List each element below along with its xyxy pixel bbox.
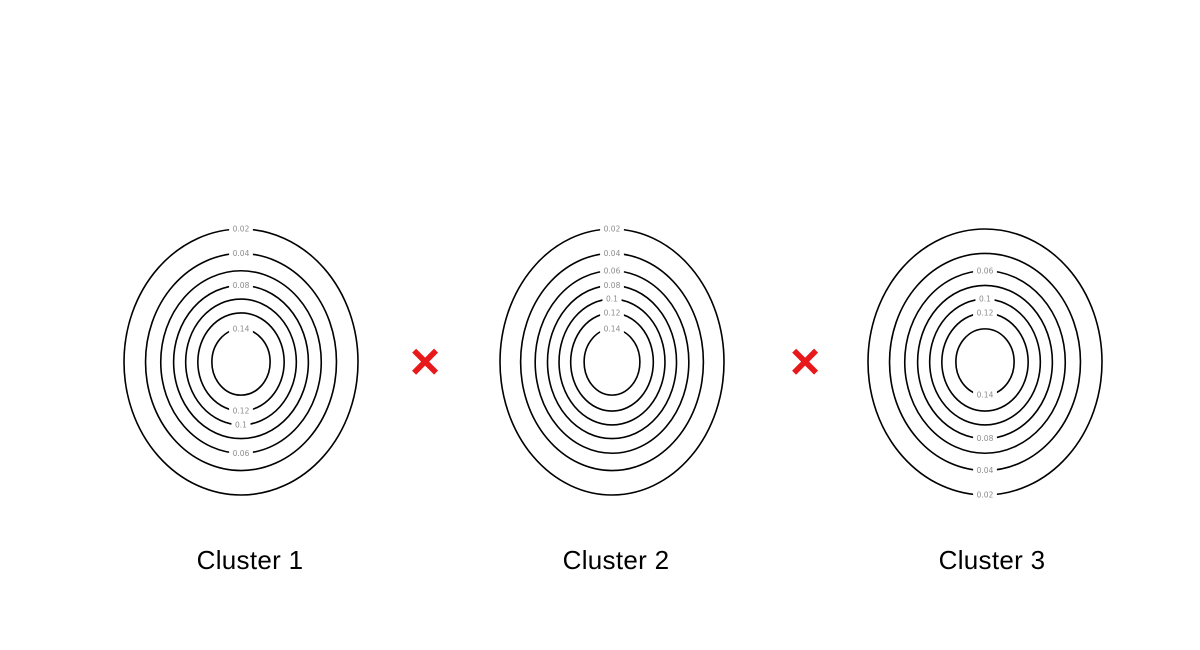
contour-level-label: 0.08 [233,281,250,290]
contour-label-mask [975,294,995,305]
contour-ring-0.14 [211,328,271,396]
contour-label-mask [229,248,253,259]
contour-label-mask [600,280,624,291]
contour-level-label: 0.02 [604,225,621,234]
cluster-1-label: Cluster 1 [196,545,304,575]
contour-level-label: 0.12 [604,309,621,318]
cluster-2-contour-plot: 0.02 0.04 0.06 0.08 0.1 0.12 0.14 [499,224,725,496]
contour-level-label: 0.04 [233,249,250,258]
contour-label-mask [600,224,624,234]
contour-label-mask [973,307,997,318]
contour-level-label: 0.1 [979,295,991,304]
contour-label-mask [600,248,624,259]
contour-level-label: 0.04 [604,249,621,258]
contour-level-label: 0.06 [604,266,621,275]
contour-level-label: 0.04 [977,466,994,475]
contour-label-mask [229,406,253,417]
contour-label-mask [600,307,624,318]
contour-ring-0.1 [558,298,666,426]
cluster-3-contour-plot: 0.02 0.04 0.06 0.08 0.1 0.12 0.14 [867,228,1103,500]
contour-ring-0.1 [928,298,1042,426]
contour-label-mask [229,323,253,334]
contour-level-label: 0.1 [235,421,247,430]
contour-ring-0.14 [583,328,641,396]
contour-level-label: 0.08 [604,281,621,290]
contour-level-label: 0.12 [233,407,250,416]
cluster-3-label: Cluster 3 [938,545,1046,575]
contour-label-mask [973,433,997,444]
contour-label-mask [973,265,997,276]
contour-label-mask [600,323,624,334]
contour-label-mask [973,465,997,476]
contour-label-mask [973,390,997,401]
cluster-2-label: Cluster 2 [562,545,670,575]
contour-label-mask [229,224,253,234]
contour-label-mask [973,490,997,500]
contour-level-label: 0.08 [977,434,994,443]
contour-label-mask [600,265,624,276]
contour-level-label: 0.14 [604,324,621,333]
multiply-operator-1: × [409,332,441,391]
contour-level-label: 0.14 [233,324,250,333]
cluster-1-contour-plot: 0.02 0.04 0.06 0.08 0.1 0.12 0.14 [123,224,359,496]
contour-label-mask [229,280,253,291]
contour-level-label: 0.06 [233,449,250,458]
contour-label-mask [231,419,251,430]
contour-level-label: 0.02 [233,225,250,234]
contour-label-mask [229,448,253,459]
contour-label-mask [602,294,622,305]
contour-level-label: 0.14 [977,391,994,400]
contour-level-label: 0.06 [977,266,994,275]
contour-level-label: 0.02 [977,491,994,500]
contour-level-label: 0.12 [977,309,994,318]
multiply-operator-2: × [789,332,821,391]
contour-level-label: 0.1 [606,295,618,304]
contour-ring-0.14 [955,328,1015,396]
